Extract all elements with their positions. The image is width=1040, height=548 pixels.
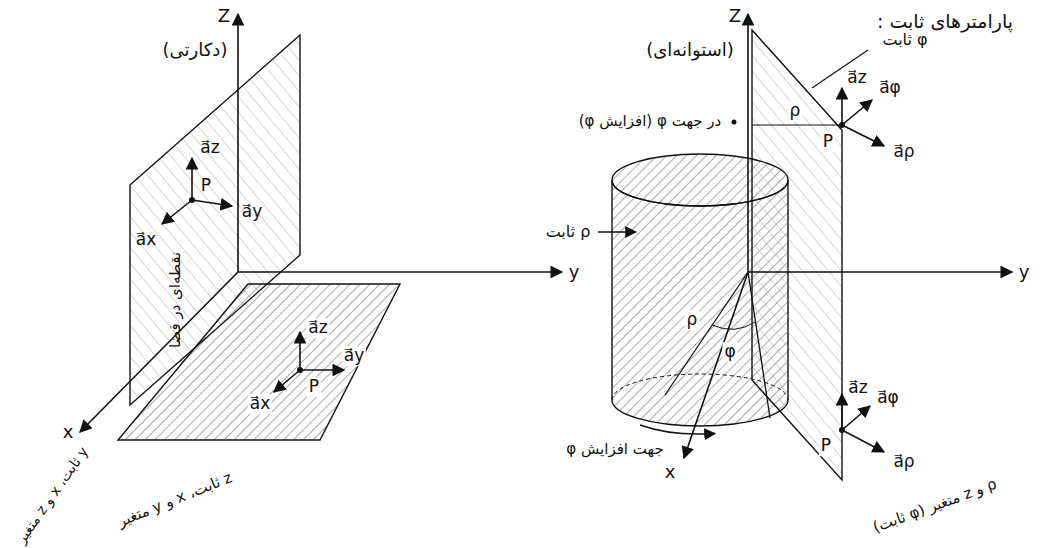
point-label: P [307, 377, 321, 397]
rho-label: ρ [685, 310, 700, 330]
constant-z-plane [118, 284, 400, 440]
unit-vector [842, 125, 884, 146]
note: ρ و z متغیر (φ ثابت) [869, 475, 1001, 537]
leader-arrow [598, 231, 636, 233]
vector-label: a⃗z [198, 138, 221, 158]
note: φ ثابت [880, 31, 929, 49]
unit-vector [299, 332, 301, 370]
point-label: P [819, 436, 833, 456]
axis-label: y [567, 262, 582, 283]
unit-vector [842, 100, 872, 125]
vector-label: a⃗z [845, 68, 868, 88]
rho-label: ρ [788, 101, 803, 121]
system-caption: (استوانه‌ای) [644, 40, 736, 61]
point-label: P [199, 176, 213, 196]
y-axis [238, 271, 562, 273]
note: در جهت φ (افزایش φ) [577, 113, 724, 130]
leader-line [812, 50, 868, 88]
z-axis [237, 14, 239, 272]
vector-label: a⃗z [306, 318, 329, 338]
unit-vector [274, 370, 300, 392]
unit-vector [842, 406, 870, 430]
y-axis [748, 271, 1012, 273]
axis-label: Z [727, 6, 743, 27]
x-axis [684, 272, 748, 458]
rho-line [748, 272, 770, 418]
vector-label: a⃗x [134, 230, 158, 250]
note: z ثابت، x و y متغیر [113, 468, 236, 531]
rho-distance [752, 124, 842, 125]
axis-label: x [61, 422, 76, 443]
constant-phi-plane [752, 30, 842, 480]
vector-label: a⃗φ [877, 78, 903, 98]
axis-label: x [663, 462, 678, 483]
rho-line [665, 272, 748, 395]
note: y ثابت، x و z متغیر [12, 442, 93, 548]
vector-label: a⃗φ [875, 388, 901, 408]
vector-label: a⃗ρ [891, 452, 916, 472]
vector-label: a⃗ρ [891, 142, 916, 162]
point-label: P [821, 132, 835, 152]
vector-label: a⃗y [342, 346, 366, 366]
vector-label: a⃗z [846, 378, 869, 398]
heading: پارامترهای ثابت : [875, 11, 1015, 33]
note: ρ ثابت [544, 223, 593, 241]
vector-label: a⃗y [240, 202, 264, 222]
unit-vector [300, 369, 344, 371]
unit-vector [162, 200, 192, 224]
unit-vector [842, 430, 884, 452]
unit-vector [191, 158, 193, 200]
unit-vector [192, 200, 232, 206]
leader-dot [732, 120, 737, 125]
note: نقطه‌ای در فضا [167, 250, 184, 350]
unit-vector [841, 88, 843, 125]
system-caption: (دکارتی) [161, 40, 230, 61]
phi-label: φ [722, 342, 737, 362]
unit-vector [841, 394, 843, 430]
axis-label: y [1017, 262, 1032, 283]
phi-direction-arrow [640, 425, 715, 434]
axis-label: Z [216, 6, 232, 27]
note: جهت افزایش φ [564, 441, 665, 458]
z-axis [747, 14, 749, 272]
vector-label: a⃗x [248, 394, 272, 414]
x-axis [80, 272, 238, 432]
phi-angle-arc [712, 322, 755, 329]
